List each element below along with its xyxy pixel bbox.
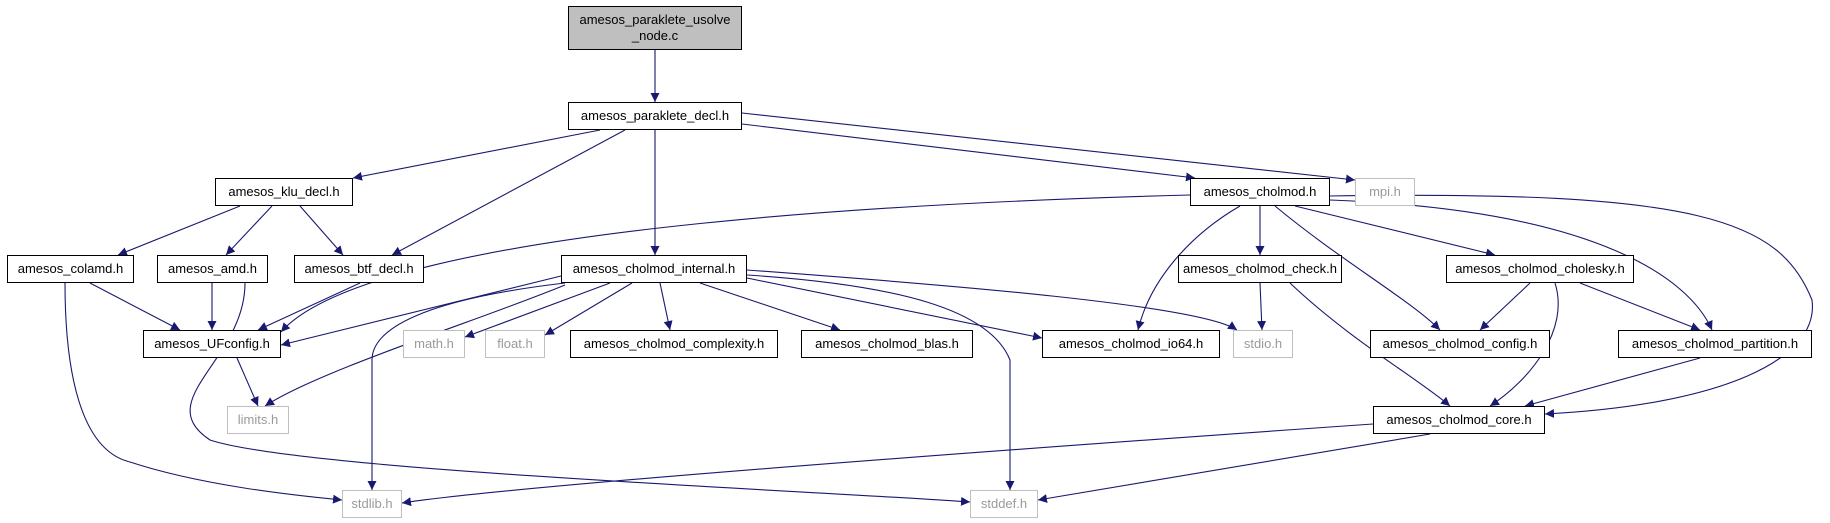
edge-klu-decl-to-btf-decl [299,205,344,256]
node-cholmod[interactable]: amesos_cholmod.h [1190,178,1330,206]
edge-cholmod-to-config [1274,205,1441,331]
node-float[interactable]: float.h [485,330,545,358]
node-cholmod-config[interactable]: amesos_cholmod_config.h [1370,330,1550,358]
node-stdio[interactable]: stdio.h [1233,330,1293,358]
edge-cholmod-internal-to-stdlib [367,282,566,490]
node-paraklete-decl[interactable]: amesos_paraklete_decl.h [568,102,742,130]
edge-cholmod-internal-to-io64 [746,277,1043,341]
node-amd[interactable]: amesos_amd.h [157,255,268,283]
edge-paraklete-decl-to-mpi [741,112,1356,184]
node-cholmod-blas[interactable]: amesos_cholmod_blas.h [801,330,973,358]
edge-cholmod-internal-to-complexity [659,282,673,331]
edge-cholmod-internal-to-blas [699,282,841,332]
edge-cholmod-to-partition [1329,199,1713,331]
node-mpi[interactable]: mpi.h [1355,178,1415,206]
edge-colamd-to-ufconfig [89,282,181,331]
node-klu-decl[interactable]: amesos_klu_decl.h [215,178,353,206]
edge-core-to-stddef [1037,433,1431,503]
node-cholmod-partition[interactable]: amesos_cholmod_partition.h [1618,330,1812,358]
edge-klu-decl-to-colamd [117,205,241,256]
edge-btf-decl-to-ufconfig [257,282,361,331]
edge-cholmod-internal-to-stddef [746,274,1015,490]
edge-cholmod-internal-to-math [464,282,611,339]
node-cholmod-io64[interactable]: amesos_cholmod_io64.h [1042,330,1220,358]
node-ufconfig[interactable]: amesos_UFconfig.h [143,330,281,358]
edge-partition-to-core [1524,357,1701,408]
node-cholmod-cholesky[interactable]: amesos_cholmod_cholesky.h [1446,255,1634,283]
edge-paraklete-decl-to-klu-decl [352,129,601,181]
edge-cholmod-internal-to-float [544,282,633,336]
node-root-file[interactable]: amesos_paraklete_usolve _node.c [568,6,742,50]
node-cholmod-check[interactable]: amesos_cholmod_check.h [1178,255,1342,283]
edge-cholesky-to-partition [1579,282,1701,331]
edge-paraklete-decl-to-btf-decl [391,129,626,256]
node-btf-decl[interactable]: amesos_btf_decl.h [294,255,424,283]
edge-cholmod-to-cholesky [1294,205,1496,258]
edge-core-to-stdlib [401,423,1374,507]
edge-amd-to-stddef [189,282,971,506]
node-math[interactable]: math.h [403,330,465,358]
node-stdlib[interactable]: stdlib.h [342,490,402,518]
edge-cholmod-to-core [1329,194,1813,419]
node-stddef[interactable]: stddef.h [970,490,1038,518]
node-cholmod-complexity[interactable]: amesos_cholmod_complexity.h [570,330,778,358]
edge-check-to-stdio [1257,282,1267,331]
edge-cholmod-to-io64 [1135,205,1241,331]
edge-cholmod-to-ufconfig [280,194,1191,333]
node-cholmod-core[interactable]: amesos_cholmod_core.h [1373,406,1545,434]
edge-cholesky-to-config [1479,282,1531,331]
node-limits[interactable]: limits.h [227,406,289,434]
edge-colamd-to-stdlib [64,282,343,504]
edge-cholmod-internal-to-ufconfig [280,275,562,348]
edge-ufconfig-to-limits [236,357,259,407]
node-cholmod-internal[interactable]: amesos_cholmod_internal.h [561,255,747,283]
edge-cholmod-internal-to-stdio [746,269,1238,331]
edge-paraklete-decl-to-cholmod [741,123,1196,182]
edge-klu-decl-to-amd [225,205,273,256]
node-colamd[interactable]: amesos_colamd.h [7,255,134,283]
